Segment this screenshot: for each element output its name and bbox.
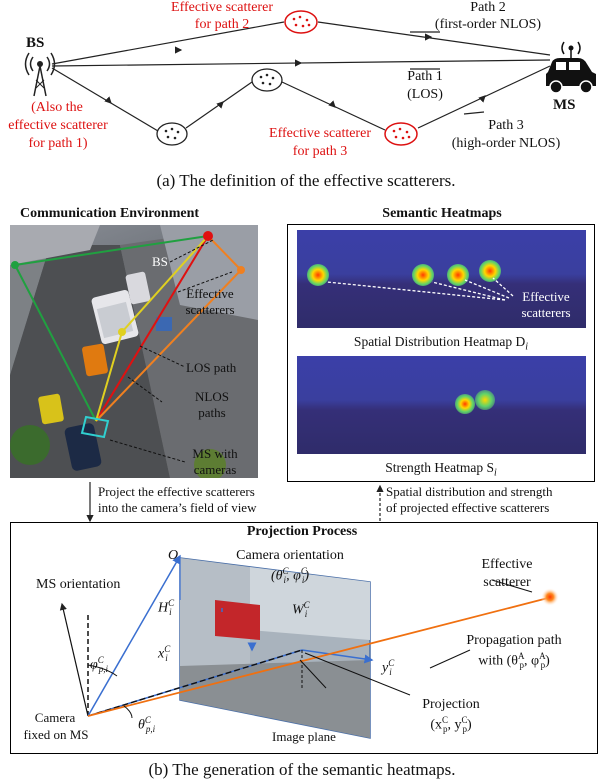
project-left-line1: Project the effective scatterers [98, 484, 255, 499]
ms-label: MS [553, 97, 576, 113]
camera-fixed-line2: fixed on MS [23, 727, 89, 742]
path3-label-line1: Path 3 [488, 118, 524, 133]
cam-orient-line1: Camera orientation [236, 548, 344, 563]
projection-panel [10, 522, 598, 754]
street-scene-image [10, 225, 258, 478]
projection-line1: Projection [422, 697, 480, 712]
env-title: Communication Environment [20, 206, 200, 221]
x-label: xCi [158, 644, 171, 664]
env-ms-line1: MS with [192, 446, 238, 461]
effective-scatterer-line2: scatterer [483, 575, 531, 590]
semantic-heatmaps-panel [287, 224, 595, 482]
env-los-label: LOS path [186, 360, 237, 375]
image-plane-label: Image plane [272, 729, 336, 744]
env-effective-line1: Effective [186, 286, 234, 301]
bs-note-line3: for path 1) [28, 136, 88, 151]
camera-fixed-line1: Camera [34, 710, 76, 725]
scatterer-path2-line1: Effective scatterer [171, 0, 273, 15]
theta-label: θCp,i [138, 715, 156, 735]
caption-a: (a) The definition of the effective scat… [156, 171, 456, 190]
scatterer-mid-icon [251, 68, 283, 92]
scatterer-path2-icon [284, 10, 318, 34]
effective-scatterer-line1: Effective [481, 557, 533, 572]
bs-tower-icon [24, 52, 56, 97]
ms-orient-label: MS orientation [36, 577, 121, 592]
scatterer-path2-line2: for path 2 [194, 17, 250, 32]
path3-label-line2: (high-order NLOS) [451, 136, 561, 151]
strength-heatmap-image [297, 356, 586, 454]
prop-path-line1: Propagation path [466, 633, 562, 648]
w-label: WCi [292, 600, 310, 620]
env-nlos-line2: paths [198, 405, 226, 420]
phi-label: φCp,i [90, 655, 109, 675]
heat-scatter-line2: scatterers [521, 305, 571, 320]
proj-title: Projection Process [246, 524, 358, 539]
path2-label-line1: Path 2 [470, 0, 506, 15]
projection-line2: (xCp, yCp) [430, 715, 472, 735]
strength-heatmap-caption: Strength Heatmap Si [385, 460, 497, 479]
path2-label-line2: (first-order NLOS) [434, 17, 542, 32]
env-bs-label: BS [152, 254, 168, 269]
scatterer-path3-line2: for path 3 [292, 144, 348, 159]
spatial-heatmap-caption: Spatial Distribution Heatmap Di [353, 334, 529, 353]
y-label: yCi [382, 658, 395, 678]
origin-label: O [168, 548, 179, 563]
heat-title: Semantic Heatmaps [382, 206, 502, 221]
bs-note-line1: (Also the [31, 100, 83, 115]
scatterer-path3-icon [384, 122, 418, 146]
cam-orient-line2: (θCi, φCi) [270, 566, 310, 586]
path-lines [51, 21, 551, 132]
part-a-diagram [24, 10, 596, 146]
project-left-line2: into the camera’s field of view [98, 500, 257, 515]
scatterer-path3-line1: Effective scatterer [269, 126, 371, 141]
bs-label: BS [26, 35, 45, 51]
ms-car-icon [546, 41, 596, 94]
heat-scatter-line1: Effective [522, 289, 570, 304]
env-nlos-line1: NLOS [195, 389, 229, 404]
path1-label-line1: Path 1 [407, 69, 443, 84]
env-ms-line2: cameras [193, 462, 237, 477]
project-right-line2: of projected effective scatterers [386, 500, 550, 515]
h-label: HCi [158, 598, 175, 618]
bs-note-line2: effective scatterer [8, 118, 108, 133]
spatial-heatmap-image: Effective scatterers [297, 230, 586, 328]
path1-label-line2: (LOS) [407, 87, 443, 102]
caption-b: (b) The generation of the semantic heatm… [148, 760, 456, 779]
prop-path-line2: with (θAp, φAp) [478, 651, 550, 671]
env-effective-line2: scatterers [185, 302, 235, 317]
project-right-line1: Spatial distribution and strength [386, 484, 553, 499]
scatterer-low-icon [156, 122, 188, 146]
